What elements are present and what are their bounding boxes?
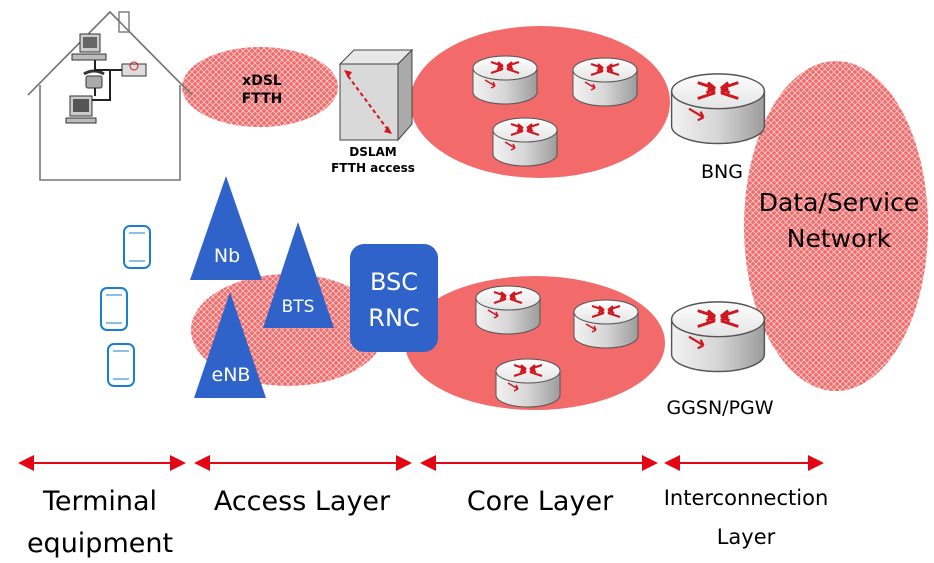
tower-enb-label: eNB bbox=[212, 364, 251, 386]
router-icon bbox=[121, 61, 147, 77]
core-router-5 bbox=[573, 299, 639, 349]
core-router-2 bbox=[572, 57, 638, 107]
tower-nb-label: Nb bbox=[214, 245, 240, 267]
bsc-label: BSC bbox=[370, 268, 418, 296]
service-network-label-1: Data/Service bbox=[759, 188, 920, 217]
dslam-label: DSLAM bbox=[349, 145, 396, 159]
core-router-3 bbox=[492, 117, 558, 167]
service-network-label-2: Network bbox=[787, 224, 892, 253]
dslam-icon bbox=[338, 48, 414, 142]
core-router-6 bbox=[495, 358, 561, 408]
layer-interconnection-line1: Interconnection bbox=[664, 486, 829, 510]
ftth-label: FTTH bbox=[242, 91, 283, 107]
layer-terminal-line2: equipment bbox=[27, 528, 173, 559]
ggsn-router-icon bbox=[670, 300, 766, 373]
bng-router-icon bbox=[670, 72, 766, 145]
layer-interconnection-line2: Layer bbox=[717, 525, 776, 549]
layer-terminal-line1: Terminal bbox=[42, 486, 157, 517]
core-router-4 bbox=[475, 285, 541, 335]
ftth-access-label: FTTH access bbox=[331, 161, 415, 175]
tower-icon bbox=[190, 176, 262, 280]
tower-bts-label: BTS bbox=[282, 297, 315, 317]
core-router-1 bbox=[472, 55, 538, 105]
smartphone-icon bbox=[107, 343, 135, 387]
xdsl-label: xDSL bbox=[242, 73, 282, 89]
tower-icon bbox=[263, 222, 334, 328]
service-network-bubble bbox=[744, 61, 928, 391]
ggsn-label: GGSN/PGW bbox=[666, 397, 773, 419]
tower-icon bbox=[194, 292, 266, 398]
layer-core: Core Layer bbox=[467, 486, 614, 517]
smartphone-icon bbox=[123, 225, 151, 269]
bng-label: BNG bbox=[701, 161, 743, 183]
layer-access: Access Layer bbox=[214, 486, 391, 517]
home-cabling bbox=[92, 60, 122, 101]
bsc-rnc-box bbox=[350, 244, 438, 352]
xdsl-ftth-bubble bbox=[182, 47, 338, 127]
phone-icon bbox=[83, 69, 105, 89]
computer-icon bbox=[65, 33, 107, 124]
rnc-label: RNC bbox=[368, 304, 419, 332]
smartphone-icon bbox=[100, 287, 128, 331]
